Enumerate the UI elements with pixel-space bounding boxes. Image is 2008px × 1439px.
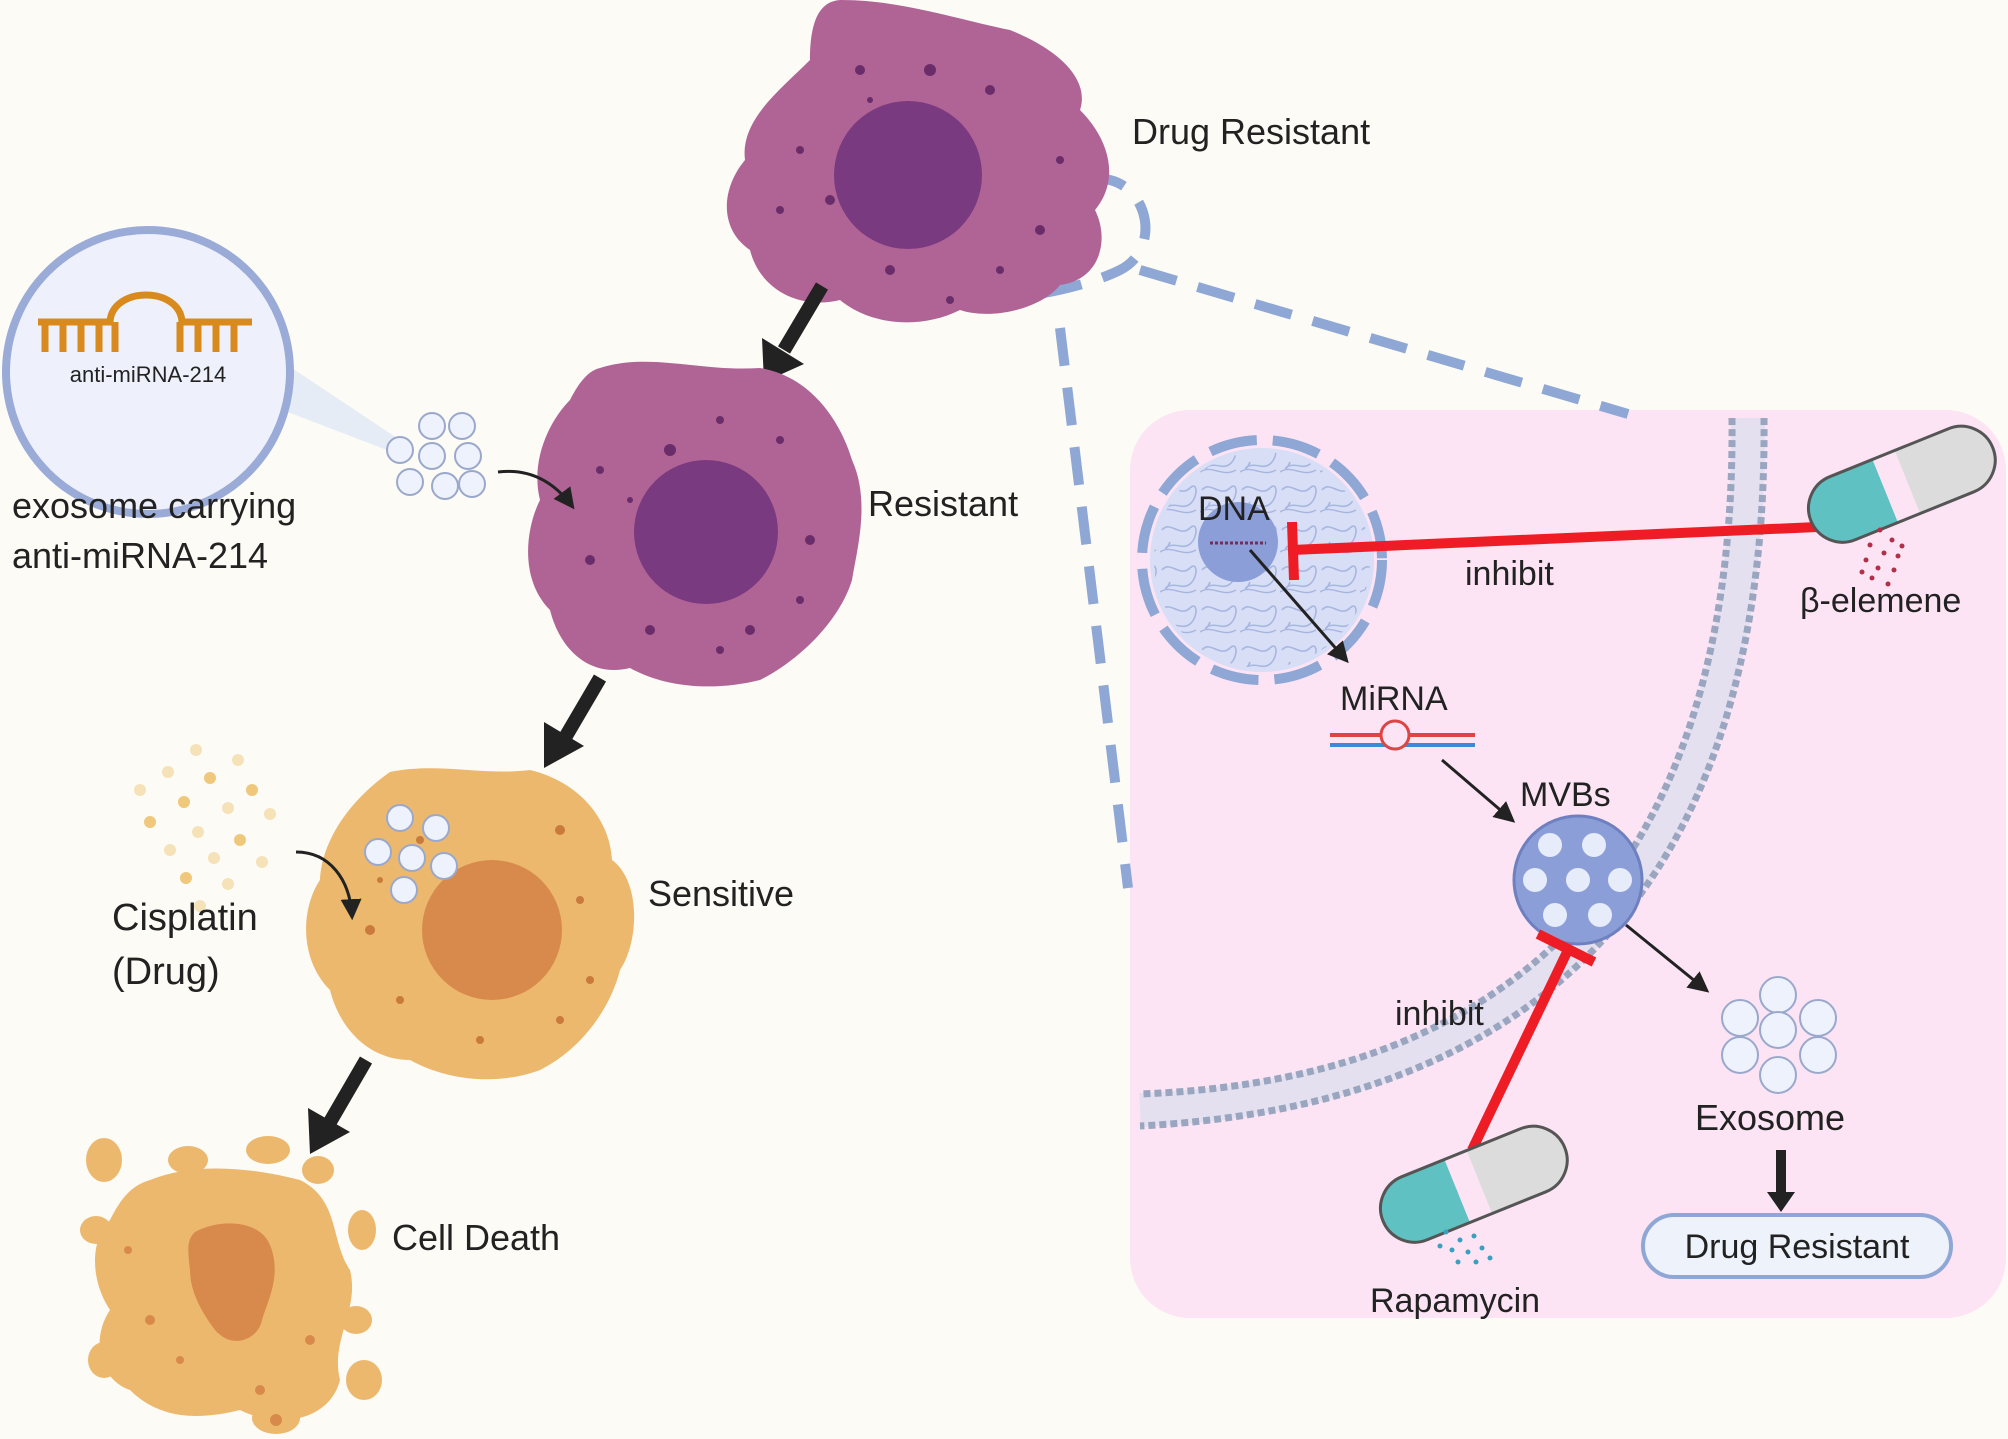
mvb-icon <box>1512 814 1644 946</box>
sensitive-cell-label: Sensitive <box>648 873 794 914</box>
beta-elemene-label: β-elemene <box>1800 582 1961 620</box>
capsule-icon <box>1379 1124 1569 1244</box>
cisplatin-particles <box>134 744 276 912</box>
dying-cell <box>80 1136 382 1434</box>
inhibit-bottom-label: inhibit <box>1395 995 1484 1033</box>
exosome-icon <box>1721 976 1837 1094</box>
cisplatin-label-line1: Cisplatin <box>112 897 258 939</box>
zoom-callout <box>984 172 1630 889</box>
exosome-icon <box>386 412 486 500</box>
resistant-cell <box>528 361 862 687</box>
nucleus-dna <box>1137 435 1387 685</box>
rapamycin-label: Rapamycin <box>1370 1282 1540 1320</box>
drug-resistant-box <box>1641 1213 1953 1279</box>
beta-elemene-inhibit-bar <box>1287 521 1299 581</box>
resistance-arrowhead-2 <box>544 722 584 768</box>
mirna-to-mvbs-arrow <box>1441 758 1516 823</box>
anti-mirna-zoom: anti-miRNA-214 <box>2 226 400 518</box>
rapamycin-inhibit-line <box>1467 947 1573 1153</box>
exosome-entry-arrow <box>497 469 575 510</box>
mvbs-to-exosome-arrow <box>1625 923 1710 993</box>
rapamycin-particles <box>1437 1229 1493 1265</box>
zoom-label: anti-miRNA-214 <box>70 362 227 387</box>
rapamycin-inhibit-bar <box>1535 929 1597 967</box>
mvbs-label: MVBs <box>1520 776 1611 814</box>
mirna-icon <box>1330 719 1475 751</box>
resistance-arrow-2 <box>559 674 607 740</box>
anti-mirna-icon <box>38 291 252 352</box>
resistant-cell-label: Resistant <box>868 483 1018 524</box>
beta-elemene-inhibit-line <box>1291 521 1841 555</box>
sensitive-cell <box>306 768 635 1080</box>
cisplatin-entry-arrow <box>295 850 362 921</box>
inhibit-top-label: inhibit <box>1465 555 1554 593</box>
death-arrow <box>323 1056 373 1126</box>
beta-elemene-particles <box>1859 527 1905 587</box>
dna-label: DNA <box>1198 490 1270 528</box>
cell-death-label: Cell Death <box>392 1217 560 1258</box>
exosome-label: Exosome <box>1695 1097 1845 1138</box>
drug-resistant-cell-label: Drug Resistant <box>1132 111 1370 152</box>
exosome-to-resistant-arrowhead <box>1767 1192 1795 1212</box>
dna-to-mirna-arrow <box>1248 549 1349 664</box>
exosome-label-line2: anti-miRNA-214 <box>12 535 268 576</box>
mirna-label: MiRNA <box>1340 680 1448 718</box>
cisplatin-label-line2: (Drug) <box>112 951 220 993</box>
drug-resistant-cell <box>726 0 1110 323</box>
exosome-label-line1: exosome carrying <box>12 485 296 526</box>
death-arrowhead <box>308 1108 350 1154</box>
capsule-icon <box>1807 424 1997 544</box>
mechanism-panel: DNA inhibit β-elemene MiRNA <box>1130 410 2006 1320</box>
drug-resistant-box-label: Drug Resistant <box>1685 1228 1910 1266</box>
exosome-icon <box>364 804 458 904</box>
resistance-arrow-1 <box>777 282 829 354</box>
